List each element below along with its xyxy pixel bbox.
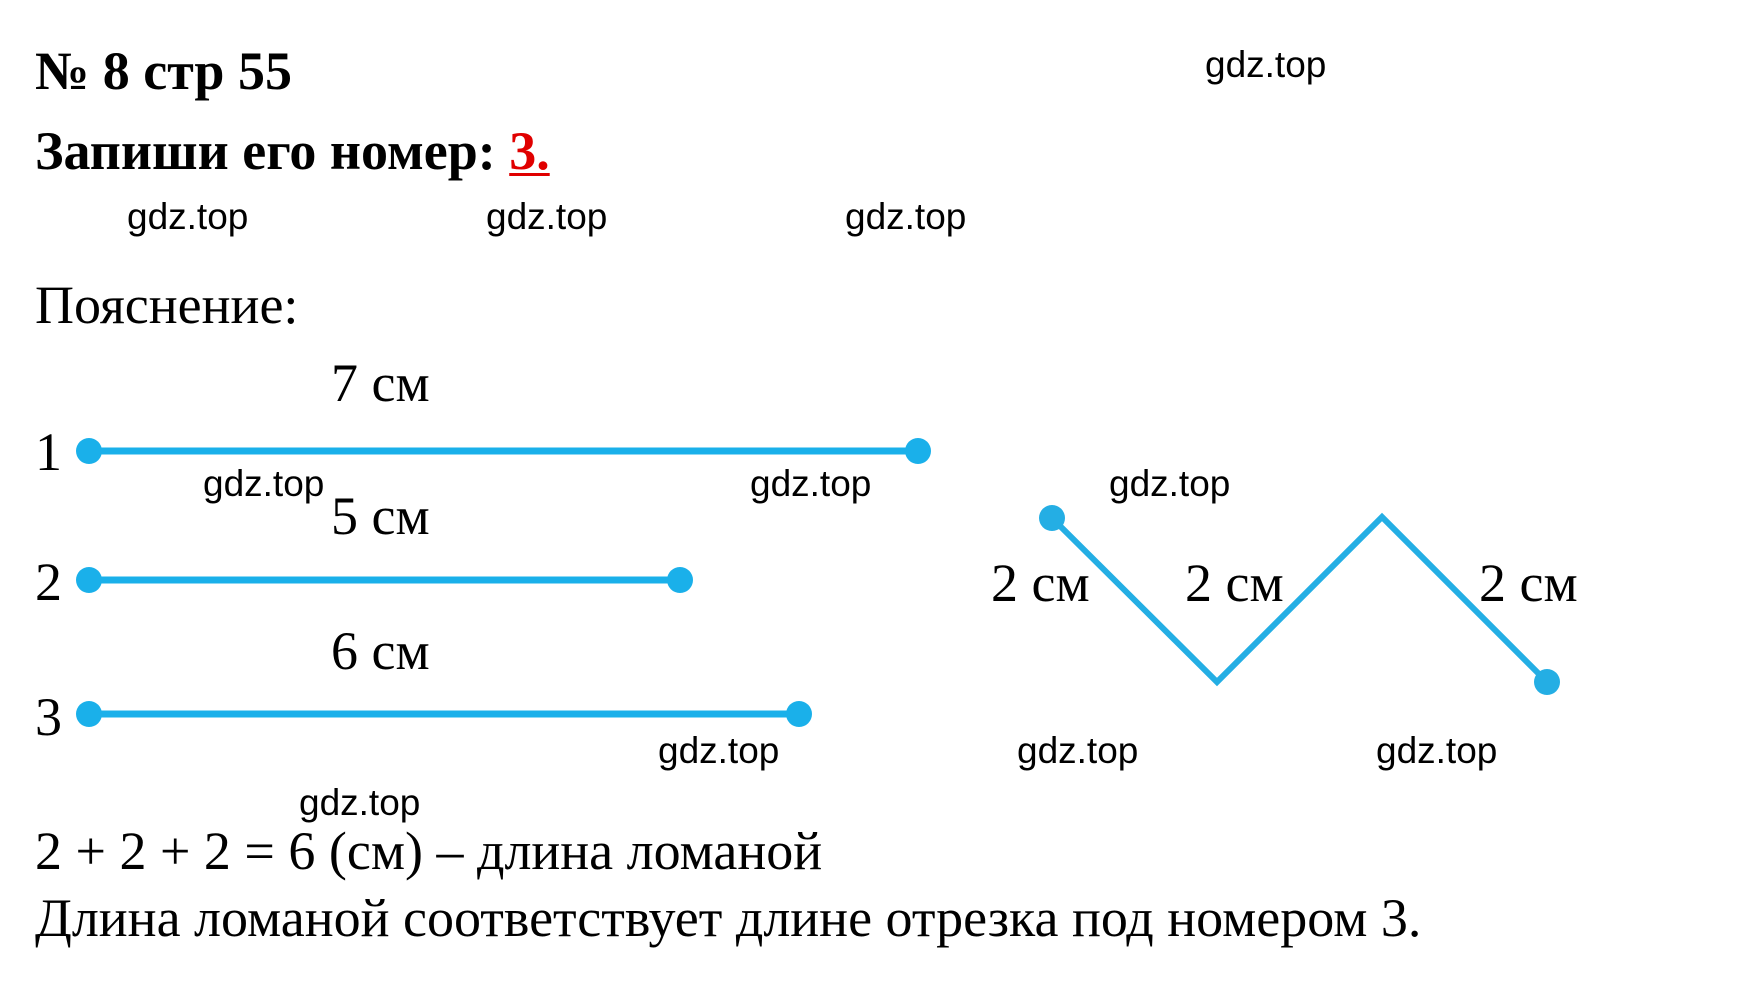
segment-1 [76, 438, 931, 464]
page-title: № 8 стр 55 [35, 41, 292, 101]
watermark: gdz.top [658, 730, 780, 771]
segment-3-length-label: 6 см [331, 621, 430, 681]
broken-line-start-point [1039, 505, 1065, 531]
broken-line-label-1: 2 см [991, 553, 1090, 613]
calculation-line: 2 + 2 + 2 = 6 (см) – длина ломаной [35, 821, 823, 881]
explanation-label: Пояснение: [35, 275, 299, 335]
segment-3-start-point [76, 701, 102, 727]
broken-line-label-3: 2 см [1479, 553, 1578, 613]
watermark: gdz.top [127, 196, 249, 237]
segment-2-length-label: 5 см [331, 486, 430, 546]
segment-2-number: 2 [35, 552, 62, 612]
broken-line [1039, 505, 1560, 695]
conclusion-line: Длина ломаной соответствует длине отрезк… [35, 888, 1422, 948]
watermark: gdz.top [486, 196, 608, 237]
task-prompt: Запиши его номер: 3. [35, 124, 550, 178]
watermark: gdz.top [1205, 44, 1327, 85]
broken-line-end-point [1534, 669, 1560, 695]
segment-1-end-point [905, 438, 931, 464]
answer-value: 3. [509, 121, 550, 181]
segment-2-start-point [76, 567, 102, 593]
segment-3-end-point [786, 701, 812, 727]
segment-2-end-point [667, 567, 693, 593]
segment-2 [76, 567, 693, 593]
watermark: gdz.top [203, 463, 325, 504]
watermark: gdz.top [845, 196, 967, 237]
watermark: gdz.top [1017, 730, 1139, 771]
watermark: gdz.top [1109, 463, 1231, 504]
segment-1-length-label: 7 см [331, 353, 430, 413]
broken-line-label-2: 2 см [1185, 553, 1284, 613]
segment-1-number: 1 [35, 422, 62, 482]
segment-3 [76, 701, 812, 727]
segment-3-number: 3 [35, 687, 62, 747]
watermark: gdz.top [750, 463, 872, 504]
watermark: gdz.top [1376, 730, 1498, 771]
segment-1-start-point [76, 438, 102, 464]
watermark: gdz.top [299, 782, 421, 823]
task-prompt-text: Запиши его номер: [35, 121, 496, 181]
